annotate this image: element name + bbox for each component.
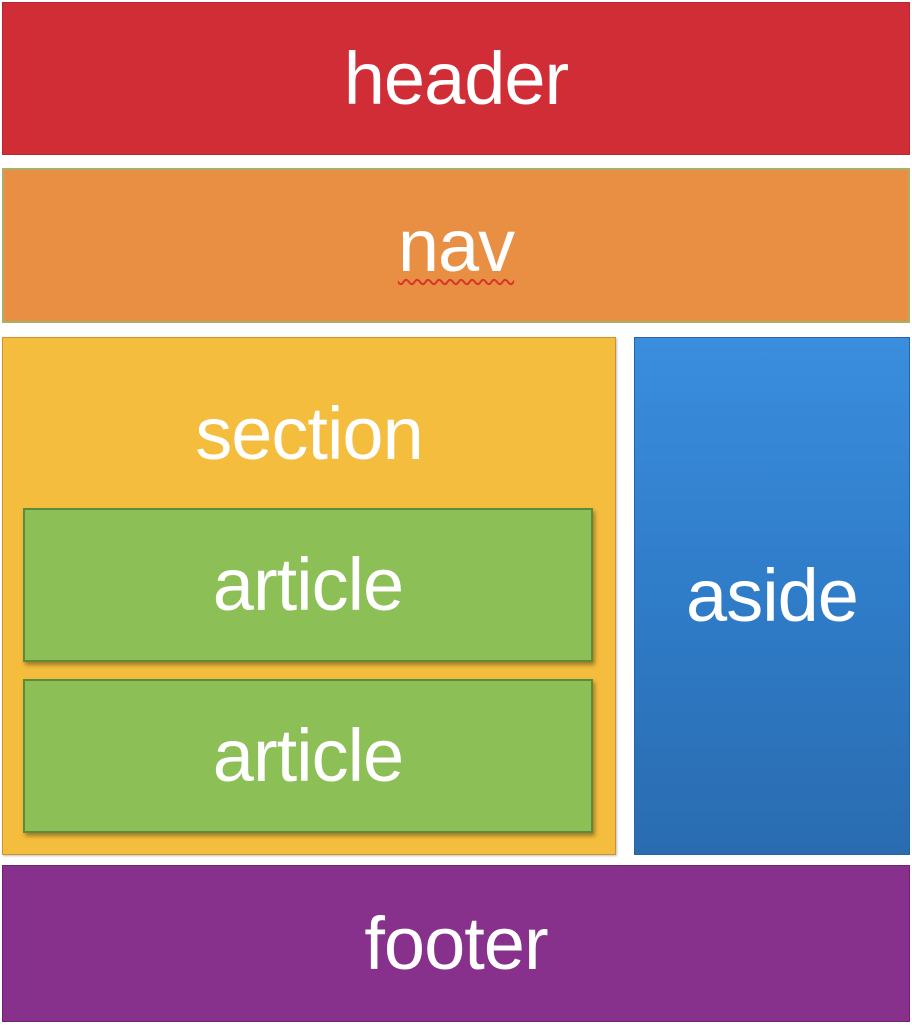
article-label-2: article [212, 714, 404, 797]
section-label: section [195, 392, 423, 475]
aside-label: aside [686, 554, 859, 637]
article-block-1: article [23, 508, 593, 662]
footer-label: footer [364, 901, 548, 985]
article-block-2: article [23, 679, 593, 833]
article-label-1: article [212, 543, 404, 626]
nav-label: nav [397, 203, 515, 287]
aside-block: aside [634, 337, 910, 855]
header-block: header [2, 2, 910, 155]
footer-block: footer [2, 865, 910, 1022]
header-label: header [343, 36, 569, 120]
section-block: section article article [2, 337, 616, 855]
nav-block: nav [2, 168, 910, 323]
